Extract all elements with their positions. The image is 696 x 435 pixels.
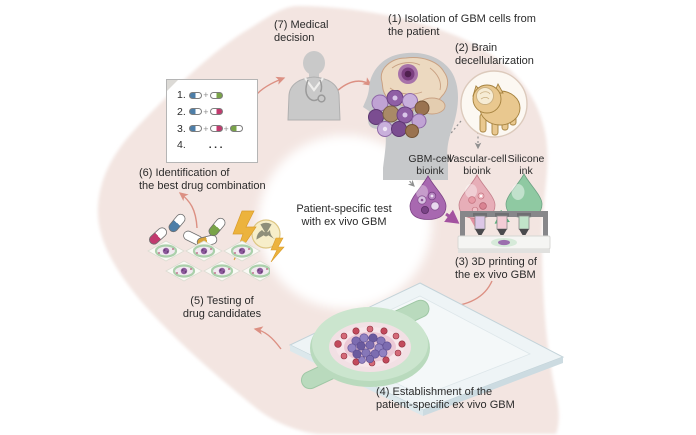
green-capsule-icon [208,217,226,237]
chip-gbm-cells [347,333,392,364]
lightning-bolt-small-icon [270,237,285,262]
blue-capsule-icon [168,213,186,233]
center-label: Patient-specific test with ex vivo GBM [296,203,392,228]
drug-combination-list: 1. +2. +3. + +4.... [177,89,253,151]
gbm-bioink-label: GBM-cell bioink [408,153,452,177]
pink-capsule-icon [209,125,223,133]
pig-brain-donor-icon [460,70,528,138]
drug-combination-number: 4. [177,139,186,152]
drug-combination-number: 3. [177,122,186,135]
vascular-bioink-droplet-icon [458,174,496,219]
blue-capsule-icon [189,125,203,133]
arrow-step4-to-step5 [253,326,282,350]
pig-brain-highlight [476,87,494,105]
arrow-gbm-droplet-to-printer [444,209,460,224]
drug-combination-number: 2. [177,105,186,118]
printer-syringes [473,213,531,235]
step-1-label: (1) Isolation of GBM cells from the pati… [388,13,536,38]
arrow-step7-to-step1 [335,77,373,93]
silicone-ink-label: Silicone ink [507,153,545,177]
plus-separator: + [203,106,209,117]
step-7-label: (7) Medical decision [274,19,329,44]
step-4-label: (4) Establishment of the patient-specifi… [376,386,515,411]
drug-combination-list-paper: 1. +2. +3. + +4.... [166,79,258,163]
step-3-label: (3) 3D printing of the ex vivo GBM [455,256,537,281]
gbm-on-chip-icon [288,282,565,416]
chip-vascular-cells [334,325,406,367]
step-2-label: (2) Brain decellularization [455,42,534,67]
pink-capsule-icon [149,227,167,245]
paper-fold-corner [167,80,178,91]
drug-combination-item: 3. + + [177,122,253,135]
blue-capsule-icon [189,108,203,116]
step-6-label: (6) Identification of the best drug comb… [139,167,266,192]
plus-separator: + [203,90,209,101]
arrow-step5-to-step6 [178,192,198,229]
blue-capsule-icon [189,91,203,99]
drug-combination-item: 2. + [177,106,253,118]
gbm-bioink-droplet-icon [409,175,447,220]
plus-separator: + [223,123,229,134]
plus-separator: + [203,123,209,134]
gbm-cell-cluster-icon [368,90,430,138]
step-5-label: (5) Testing of drug candidates [182,295,262,320]
drug-combination-ellipsis: ... [208,139,226,152]
drug-combination-number: 1. [177,89,186,102]
drug-combination-item: 4.... [177,139,253,151]
drug-combination-item: 1. + [177,89,253,101]
pink-capsule-icon [209,108,223,116]
vascular-bioink-label: Vascular-cell bioink [447,153,507,177]
green-capsule-icon [229,125,243,133]
silicone-ink-droplet-icon [505,173,543,218]
drug-test-chips-icon [146,240,270,283]
doctor-icon [287,51,341,121]
3d-printer-icon [457,211,551,253]
green-capsule-icon [209,91,223,99]
